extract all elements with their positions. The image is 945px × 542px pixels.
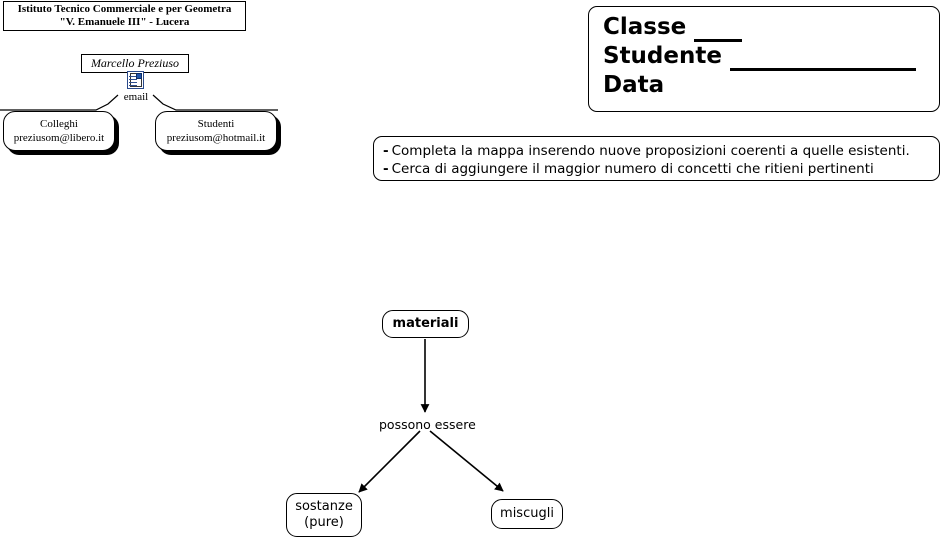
edge-email-to-colleghi (0, 94, 119, 111)
studente-row: Studente (603, 42, 939, 71)
concept-node-materiali[interactable]: materiali (382, 310, 469, 338)
studenti-title: Studenti (197, 118, 235, 130)
document-icon-line-4 (129, 85, 137, 86)
data-row: Data (603, 71, 939, 100)
document-icon-line-2 (129, 79, 137, 80)
institute-header-box: Istituto Tecnico Commerciale e per Geome… (3, 1, 246, 31)
instruction-text-2: Cerca di aggiungere il maggior numero di… (391, 161, 874, 177)
concept-node-sostanze[interactable]: sostanze (pure) (286, 493, 362, 537)
edge-email-to-studenti (152, 94, 278, 111)
edge-relation-to-miscugli (429, 430, 504, 492)
classe-label: Classe (603, 14, 687, 40)
concept-node-miscugli[interactable]: miscugli (491, 499, 563, 529)
studenti-node[interactable]: Studenti preziusom@hotmail.it (155, 111, 277, 151)
author-name: Marcello Preziuso (90, 56, 180, 70)
studenti-address: preziusom@hotmail.it (166, 132, 266, 144)
concept-node-sostanze-line-1: sostanze (295, 499, 353, 514)
concept-node-materiali-label: materiali (392, 316, 459, 331)
colleghi-address: preziusom@libero.it (13, 132, 105, 144)
document-icon[interactable] (127, 71, 144, 89)
email-link-label: email (123, 91, 149, 103)
institute-line-2: "V. Emanuele III" - Lucera (59, 16, 190, 28)
edge-relation-to-sostanze (358, 430, 421, 493)
instructions-box: -Completa la mappa inserendo nuove propo… (373, 136, 940, 181)
concept-node-miscugli-label: miscugli (500, 506, 554, 521)
studente-label: Studente (603, 43, 722, 69)
instruction-line-1: -Completa la mappa inserendo nuove propo… (383, 142, 939, 160)
relation-label-possono-essere: possono essere (379, 417, 476, 432)
studente-input[interactable] (729, 50, 916, 71)
classe-input[interactable] (694, 21, 743, 42)
bullet-dash-2: - (383, 161, 389, 177)
colleghi-title: Colleghi (40, 118, 78, 130)
classe-row: Classe (603, 13, 939, 42)
instruction-line-2: -Cerca di aggiungere il maggior numero d… (383, 160, 939, 178)
bullet-dash-1: - (383, 143, 389, 159)
document-icon-line-1 (129, 76, 137, 77)
instruction-text-1: Completa la mappa inserendo nuove propos… (391, 143, 910, 159)
document-icon-badge (136, 73, 142, 79)
document-icon-line-3 (129, 82, 137, 83)
data-label: Data (603, 72, 665, 98)
concept-node-sostanze-line-2: (pure) (304, 515, 344, 530)
colleghi-node[interactable]: Colleghi preziusom@libero.it (3, 111, 115, 151)
institute-line-1: Istituto Tecnico Commerciale e per Geome… (17, 3, 232, 15)
student-form-box: Classe Studente Data (588, 6, 940, 112)
